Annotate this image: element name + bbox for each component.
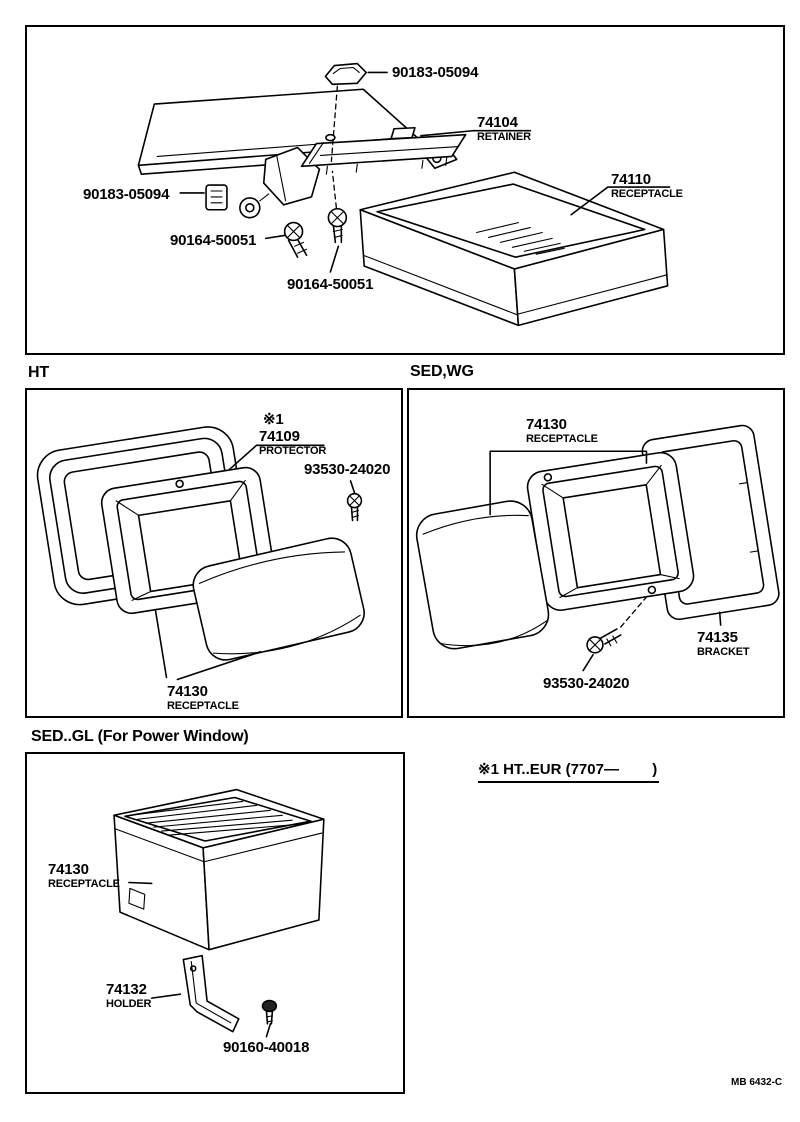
part-number: 74132 — [106, 981, 147, 998]
sw-leader-lines — [489, 450, 722, 672]
part-label-holder: 74132 HOLDER — [106, 982, 151, 1010]
part-number: 74130 — [167, 683, 208, 700]
part-number: 74109 — [259, 428, 300, 445]
part-label-protector: 74109 PROTECTOR — [259, 429, 326, 457]
part-label-sw-screw: 93530-24020 — [543, 676, 629, 692]
ht-lid-drawing — [192, 537, 365, 661]
main-assembly-drawing — [137, 62, 671, 327]
sw-receptacle-frame-drawing — [526, 451, 695, 611]
section-main-assembly: 90183-05094 74104 RETAINER 74110 RECEPTA… — [25, 25, 785, 355]
tray-drawing — [359, 171, 669, 327]
section-title-sedwg: SED,WG — [410, 363, 474, 380]
part-number: 74135 — [697, 629, 738, 646]
part-label-clip-top: 90183-05094 — [392, 65, 478, 81]
part-label-screw-front: 90164-50051 — [170, 233, 256, 249]
part-number: 90183-05094 — [392, 64, 479, 81]
guide-line — [330, 85, 339, 162]
part-label-clip-left: 90183-05094 — [83, 187, 169, 203]
gl-screw-drawing — [261, 999, 278, 1025]
clip-left-drawing — [205, 184, 228, 211]
sedwg-drawing — [415, 424, 780, 672]
screw-front-drawing — [283, 221, 308, 258]
gl-leader-lines — [128, 881, 272, 1038]
sedgl-drawing — [113, 788, 325, 1038]
gl-holder-drawing — [182, 954, 240, 1033]
part-number: 93530-24020 — [304, 461, 391, 478]
sheet-code: MB 6432-C — [731, 1077, 783, 1088]
part-number: 74104 — [477, 114, 518, 131]
part-number: 90183-05094 — [83, 186, 170, 203]
retainer-drawing — [300, 126, 467, 175]
ht-screw-drawing — [346, 492, 363, 522]
part-label-screw-rear: 90164-50051 — [287, 277, 373, 293]
part-number: 74130 — [526, 416, 567, 433]
part-name: RECEPTACLE — [526, 432, 598, 445]
ref-mark-label: ※1 — [263, 412, 284, 428]
section-sedwg: 74130 RECEPTACLE 74135 BRACKET 93530-240… — [407, 388, 785, 718]
part-label-gl-receptacle: 74130 RECEPTACLE — [48, 862, 120, 890]
part-label-bracket: 74135 BRACKET — [697, 629, 750, 658]
ht-drawing — [36, 426, 365, 681]
part-name: RECEPTACLE — [48, 877, 120, 890]
guide-line — [331, 170, 338, 209]
part-label-receptacle: 74110 RECEPTACLE — [611, 172, 683, 200]
part-number: 90160-40018 — [223, 1039, 310, 1056]
part-label-sw-receptacle: 74130 RECEPTACLE — [526, 417, 598, 445]
part-label-gl-screw: 90160-40018 — [223, 1040, 309, 1056]
part-name: HOLDER — [106, 997, 152, 1010]
part-label-retainer: 74104 RETAINER — [477, 115, 531, 143]
leader-lines — [179, 71, 671, 273]
guide-line — [620, 592, 651, 628]
part-number: 90164-50051 — [170, 232, 257, 249]
clip-top-drawing — [324, 62, 368, 86]
part-name: RETAINER — [477, 130, 531, 143]
section-sedgl: 74130 RECEPTACLE 74132 HOLDER 90160-4001… — [25, 752, 405, 1094]
part-name: RECEPTACLE — [611, 187, 683, 200]
part-number: 93530-24020 — [543, 675, 630, 692]
screw-rear-drawing — [327, 207, 348, 244]
part-number: 90164-50051 — [287, 276, 374, 293]
sw-screw-drawing — [586, 628, 622, 654]
part-name: RECEPTACLE — [167, 699, 239, 712]
part-number: 74130 — [48, 861, 89, 878]
footnote: ※1 HT..EUR (7707— ) — [478, 760, 660, 783]
part-label-ht-receptacle: 74130 RECEPTACLE — [167, 684, 239, 712]
gl-receptacle-drawing — [113, 788, 325, 951]
sw-lid-drawing — [415, 500, 550, 650]
part-number: 74110 — [611, 171, 651, 188]
part-name: PROTECTOR — [259, 444, 327, 457]
part-label-ht-screw: 93530-24020 — [304, 462, 390, 478]
section-ht: ※1 74109 PROTECTOR 93530-24020 74130 REC… — [25, 388, 403, 718]
section-title-sedgl: SED..GL (For Power Window) — [31, 728, 249, 745]
ref-mark: ※1 — [263, 411, 284, 428]
ht-leader-lines — [154, 444, 356, 681]
section-title-ht: HT — [28, 364, 49, 381]
part-name: BRACKET — [697, 645, 750, 658]
